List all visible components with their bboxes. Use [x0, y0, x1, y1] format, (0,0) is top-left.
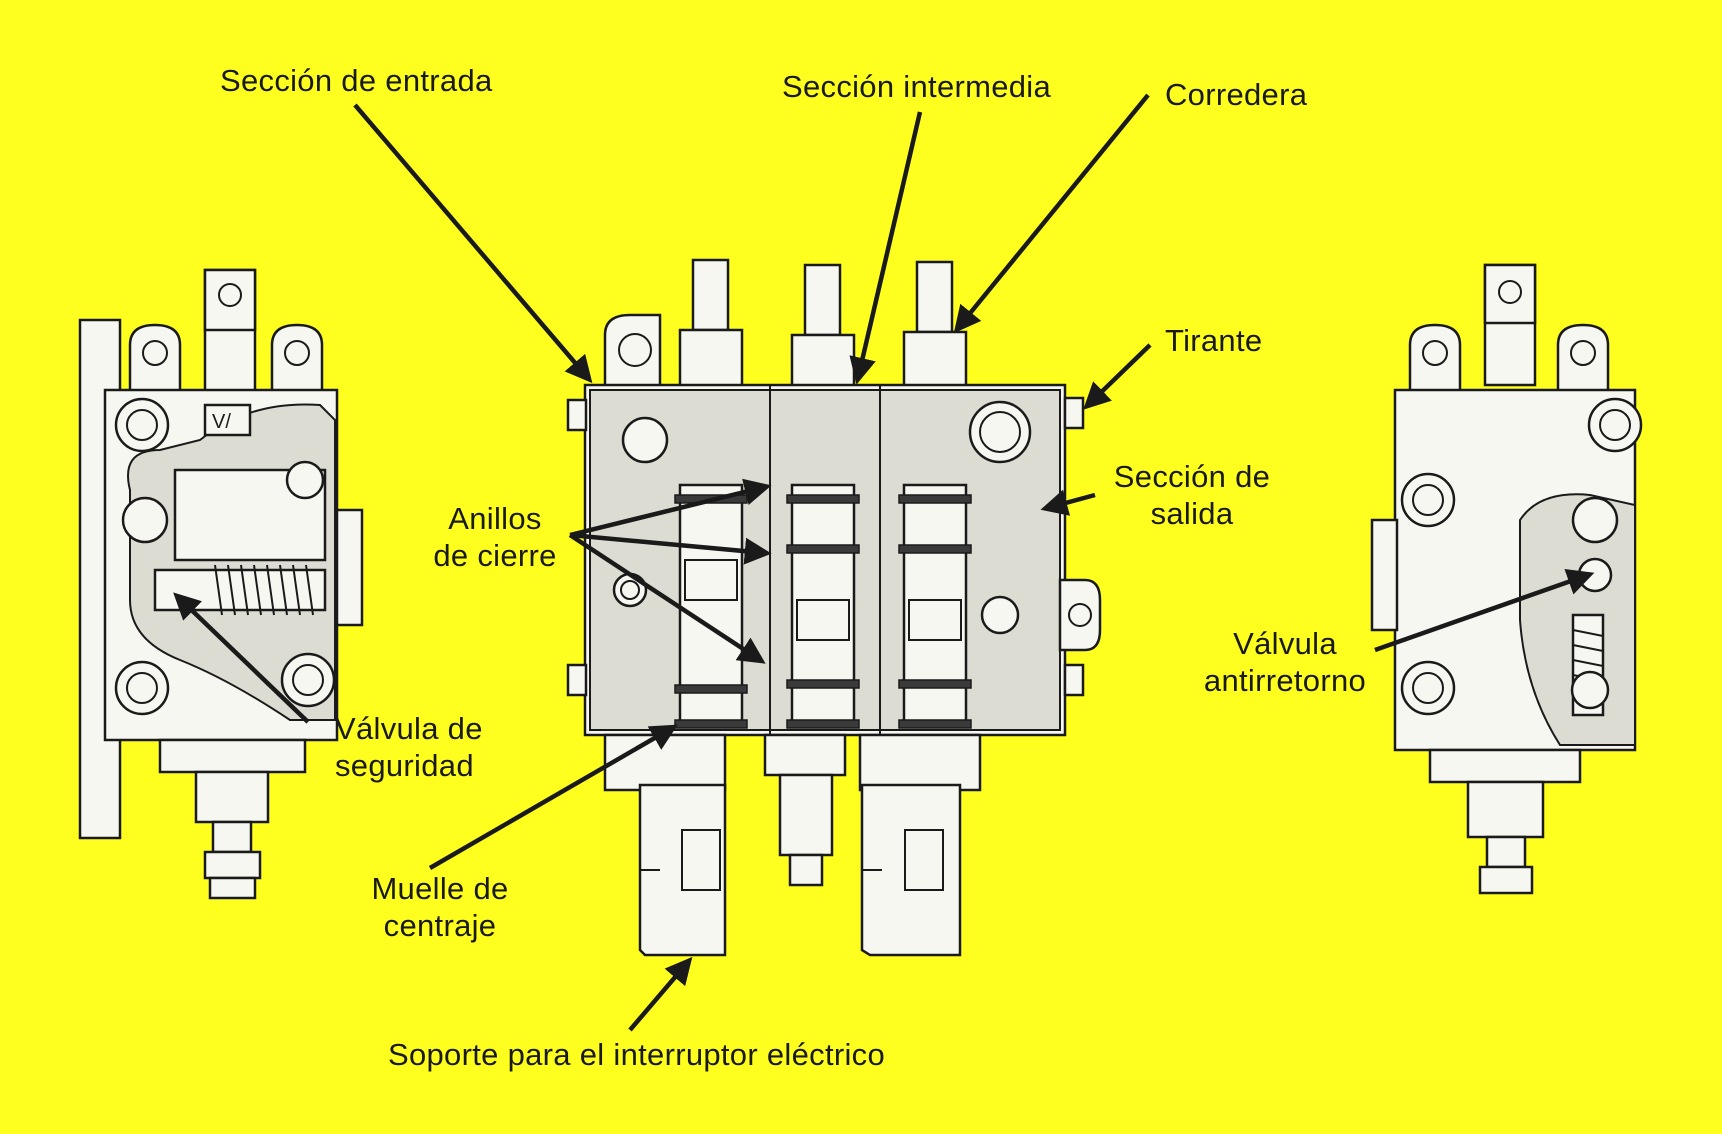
- leader-corredera: [953, 93, 1150, 334]
- leader-valvula-antirretorno: [1374, 568, 1595, 653]
- label-valvula-seguridad: Válvula de seguridad: [335, 711, 483, 783]
- right-side-view: [1370, 263, 1643, 895]
- label-seccion-salida: Sección de salida: [1113, 459, 1271, 531]
- label-seccion-intermedia: Sección intermedia: [782, 69, 1052, 104]
- leader-valvula-seguridad: [173, 592, 310, 724]
- label-soporte-interruptor: Soporte para el interruptor eléctrico: [388, 1037, 886, 1072]
- leader-seccion-intermedia: [849, 111, 923, 385]
- label-anillos-cierre: Anillos de cierre: [433, 501, 557, 573]
- leader-anillos-1: [569, 478, 772, 538]
- leader-anillos-2: [569, 532, 772, 565]
- svg-text:V/: V/: [212, 411, 231, 433]
- label-corredera: Corredera: [1165, 77, 1308, 112]
- leader-lines: [173, 93, 1595, 1032]
- center-front-view: [566, 258, 1102, 957]
- leader-muelle-centraje: [428, 724, 678, 870]
- label-tirante: Tirante: [1165, 323, 1263, 358]
- label-muelle-centraje: Muelle de centraje: [371, 871, 509, 943]
- left-side-view: V/: [78, 268, 364, 900]
- label-seccion-entrada: Sección de entrada: [220, 63, 493, 98]
- label-valvula-antirretorno: Válvula antirretorno: [1203, 626, 1367, 698]
- leader-seccion-salida: [1040, 489, 1096, 516]
- leader-soporte-interruptor: [628, 956, 693, 1032]
- leader-seccion-entrada: [353, 103, 593, 384]
- leader-tirante: [1083, 343, 1152, 410]
- leader-anillos-3: [568, 533, 766, 664]
